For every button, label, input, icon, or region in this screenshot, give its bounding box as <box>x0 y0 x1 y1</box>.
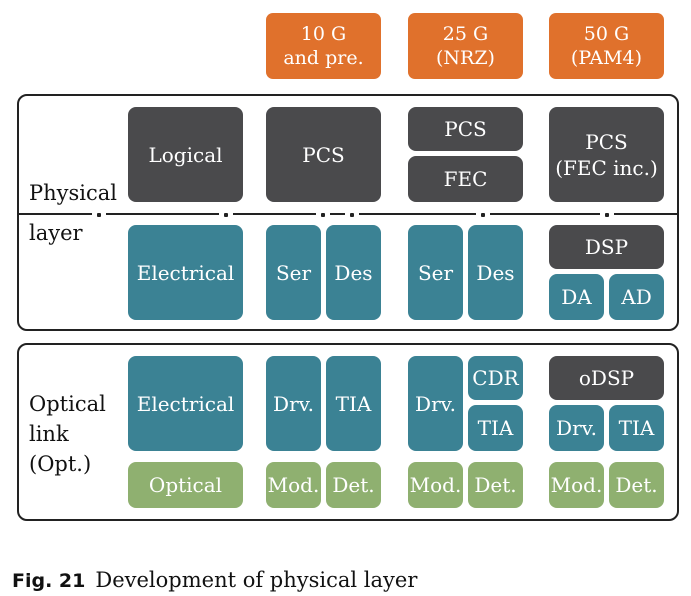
pcs-block-25g: PCS <box>408 107 523 151</box>
det-block-50g: Det. <box>609 462 664 508</box>
des-block-25g: Des <box>468 225 523 320</box>
header-50g-line2: (PAM4) <box>570 47 643 69</box>
des-block-10g: Des <box>326 225 381 320</box>
physical-label-top: Physical <box>29 181 118 205</box>
odsp-block-50g: oDSP <box>549 356 664 400</box>
det-block-25g: Det. <box>468 462 523 508</box>
ser-block-10g: Ser <box>266 225 321 320</box>
optical-label-line1: Optical <box>29 392 106 416</box>
da-block-50g: DA <box>549 274 604 320</box>
figure-number: Fig. 21 <box>12 570 86 592</box>
optical-block: Optical <box>128 462 243 508</box>
mod-block-10g: Mod. <box>266 462 321 508</box>
drv-block-50g: Drv. <box>549 405 604 451</box>
fec-block-25g: FEC <box>408 156 523 202</box>
header-25g-line1: 25 G <box>442 23 489 45</box>
dsp-block-50g: DSP <box>549 225 664 269</box>
pcs-block-10g: PCS <box>266 107 381 202</box>
pcs-fec-line2: (FEC inc.) <box>555 155 658 180</box>
mod-block-25g: Mod. <box>408 462 463 508</box>
ad-block-50g: AD <box>609 274 664 320</box>
header-10g-line2: and pre. <box>283 47 364 69</box>
optical-label-line2: link <box>29 422 69 446</box>
ser-block-25g: Ser <box>408 225 463 320</box>
optical-label-line3: (Opt.) <box>29 452 92 476</box>
logical-block: Logical <box>128 107 243 202</box>
physical-layer-panel <box>17 94 679 331</box>
electrical-block-physical: Electrical <box>128 225 243 320</box>
header-25g-line2: (NRZ) <box>436 47 495 69</box>
physical-label-bottom: layer <box>29 221 83 245</box>
drv-block-10g: Drv. <box>266 356 321 451</box>
figure-caption-text: Development of physical layer <box>95 568 418 592</box>
header-10g-line1: 10 G <box>300 23 347 45</box>
header-50g-line1: 50 G <box>583 23 630 45</box>
pcs-fec-line1: PCS <box>585 129 628 154</box>
tia-block-10g: TIA <box>326 356 381 451</box>
pcs-fec-block-50g: PCS (FEC inc.) <box>549 107 664 202</box>
drv-block-25g: Drv. <box>408 356 463 451</box>
figure-caption: Fig. 21 Development of physical layer <box>12 568 417 592</box>
tia-block-50g: TIA <box>609 405 664 451</box>
header-50g: 50 G (PAM4) <box>549 13 664 79</box>
header-10g: 10 G and pre. <box>266 13 381 79</box>
mod-block-50g: Mod. <box>549 462 604 508</box>
header-25g: 25 G (NRZ) <box>408 13 523 79</box>
tia-block-25g: TIA <box>468 405 523 451</box>
electrical-block-optical: Electrical <box>128 356 243 451</box>
det-block-10g: Det. <box>326 462 381 508</box>
optical-link-panel <box>17 343 679 521</box>
cdr-block-25g: CDR <box>468 356 523 400</box>
